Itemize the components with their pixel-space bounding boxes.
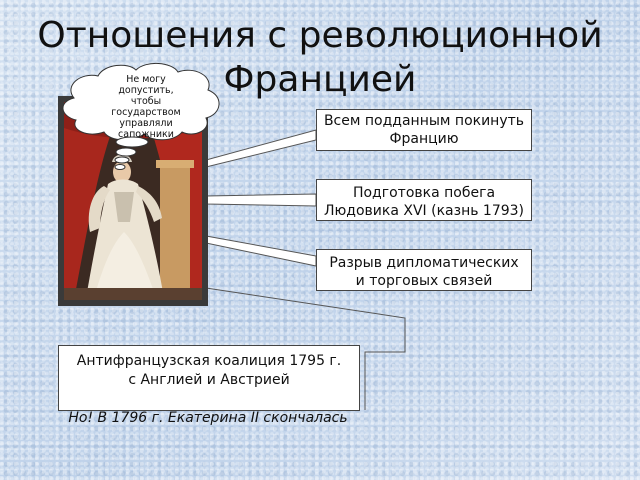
box-louis-escape-text: Подготовка побега Людовика XVI (казнь 17… <box>323 185 525 219</box>
box-break-relations: Разрыв дипломатических и торговых связей <box>316 249 532 291</box>
death-note: Но! В 1796 г. Екатерина II скончалась <box>68 410 348 426</box>
slide-title-line2: Францией <box>223 59 417 100</box>
box-leave-france-text: Всем подданным покинуть Францию <box>323 113 525 147</box>
thought-cloud <box>62 63 220 170</box>
box-coalition: Антифранцузская коалиция 1795 г. с Англи… <box>58 345 360 411</box>
coalition-line2: с Англией и Австрией <box>128 372 290 388</box>
connector-box2 <box>205 193 317 207</box>
thought-bubble: Не могу допустить, чтобы государством уп… <box>44 58 234 178</box>
slide-title-line1: Отношения с революционной <box>37 15 603 56</box>
thought-text: Не могу допустить, чтобы государством уп… <box>111 74 181 140</box>
slide-title: Отношения с революционной Францией <box>0 14 640 102</box>
box-leave-france: Всем подданным покинуть Францию <box>316 109 532 151</box>
connector-coalition <box>205 287 406 410</box>
connector-box3 <box>205 235 317 267</box>
box-break-relations-text: Разрыв дипломатических и торговых связей <box>329 255 519 289</box>
box-louis-escape: Подготовка побега Людовика XVI (казнь 17… <box>316 179 532 221</box>
coalition-line1: Антифранцузская коалиция 1795 г. <box>76 353 342 369</box>
